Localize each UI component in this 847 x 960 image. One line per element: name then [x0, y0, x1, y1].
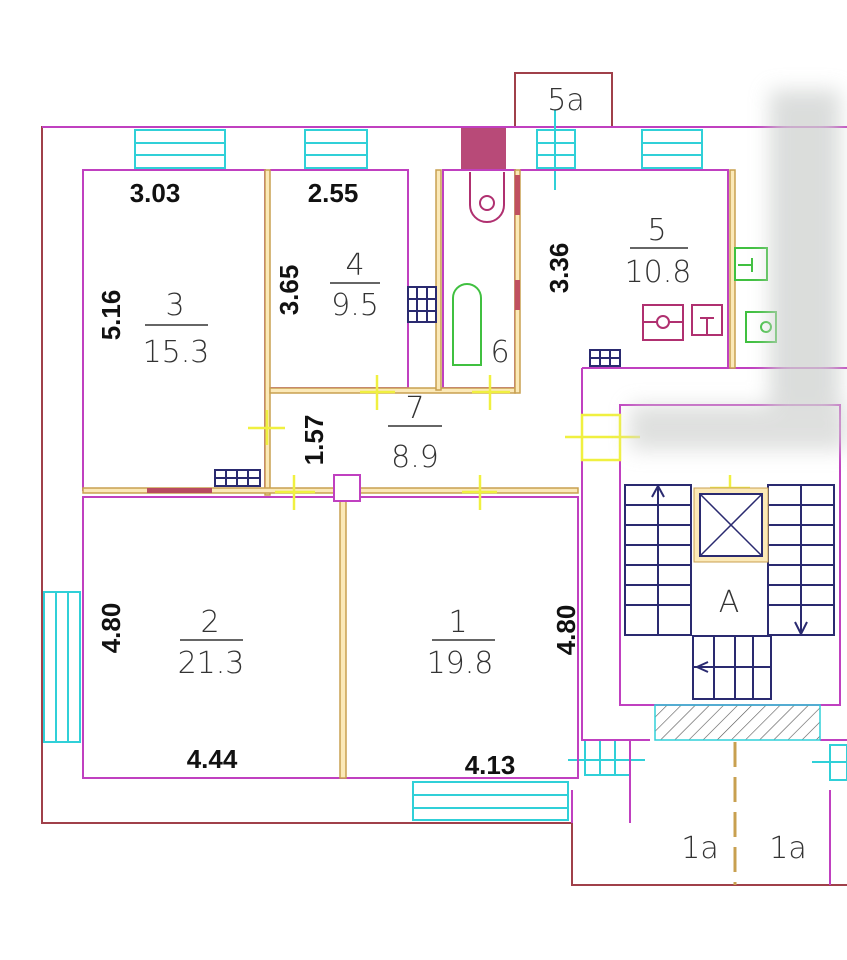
svg-text:10.8: 10.8 [625, 255, 692, 290]
entrance-right-label: 1a [769, 831, 806, 866]
room-4-label: 49.5 [330, 248, 380, 323]
entrance-threshold [654, 704, 821, 741]
svg-text:2: 2 [200, 605, 219, 640]
entrance-left-label: 1a [681, 831, 718, 866]
partitions [82, 169, 736, 779]
dim-room3-length: 5.16 [96, 290, 126, 341]
dim-room1-length: 4.80 [551, 605, 581, 656]
dim-room7-width: 1.57 [299, 415, 329, 466]
dim-room5-length: 3.36 [544, 243, 574, 294]
ventilation-shaft [461, 128, 506, 170]
svg-text:15.3: 15.3 [143, 335, 210, 370]
stove-icon [642, 304, 723, 341]
room-6-label: 6 [490, 335, 509, 370]
column [333, 474, 361, 502]
room-1-label: 119.8 [427, 605, 495, 681]
svg-text:7: 7 [405, 391, 424, 426]
svg-text:8.9: 8.9 [391, 440, 439, 475]
dim-room3-width: 3.03 [130, 178, 181, 208]
svg-text:4: 4 [345, 248, 364, 283]
stairwell-label: A [719, 585, 740, 620]
radiators [214, 286, 621, 487]
svg-text:9.5: 9.5 [331, 288, 379, 323]
bathtub-icon [452, 283, 482, 366]
dim-room4-width: 2.55 [308, 178, 359, 208]
blurred-area [630, 90, 847, 450]
dim-room2-width: 4.44 [187, 744, 238, 774]
room-5-label: 510.8 [625, 213, 692, 290]
windows [43, 110, 847, 821]
room-2-label: 221.3 [178, 605, 245, 681]
room-3-label: 315.3 [143, 288, 210, 370]
svg-text:1: 1 [448, 605, 467, 640]
staircase [624, 483, 835, 700]
balcony-label: 5a [547, 83, 584, 118]
svg-text:19.8: 19.8 [427, 646, 494, 681]
toilet-icon [469, 172, 505, 223]
elevator-shaft [693, 487, 769, 563]
svg-text:5: 5 [647, 213, 666, 248]
room-7-label: 78.9 [388, 391, 442, 475]
dim-room4-length: 3.65 [274, 265, 304, 316]
doors [248, 375, 750, 510]
dim-room2-length: 4.80 [96, 603, 126, 654]
svg-text:3: 3 [165, 288, 184, 323]
kitchen-fixtures-green [734, 247, 777, 343]
svg-text:21.3: 21.3 [178, 646, 245, 681]
dim-room1-width: 4.13 [465, 750, 516, 780]
